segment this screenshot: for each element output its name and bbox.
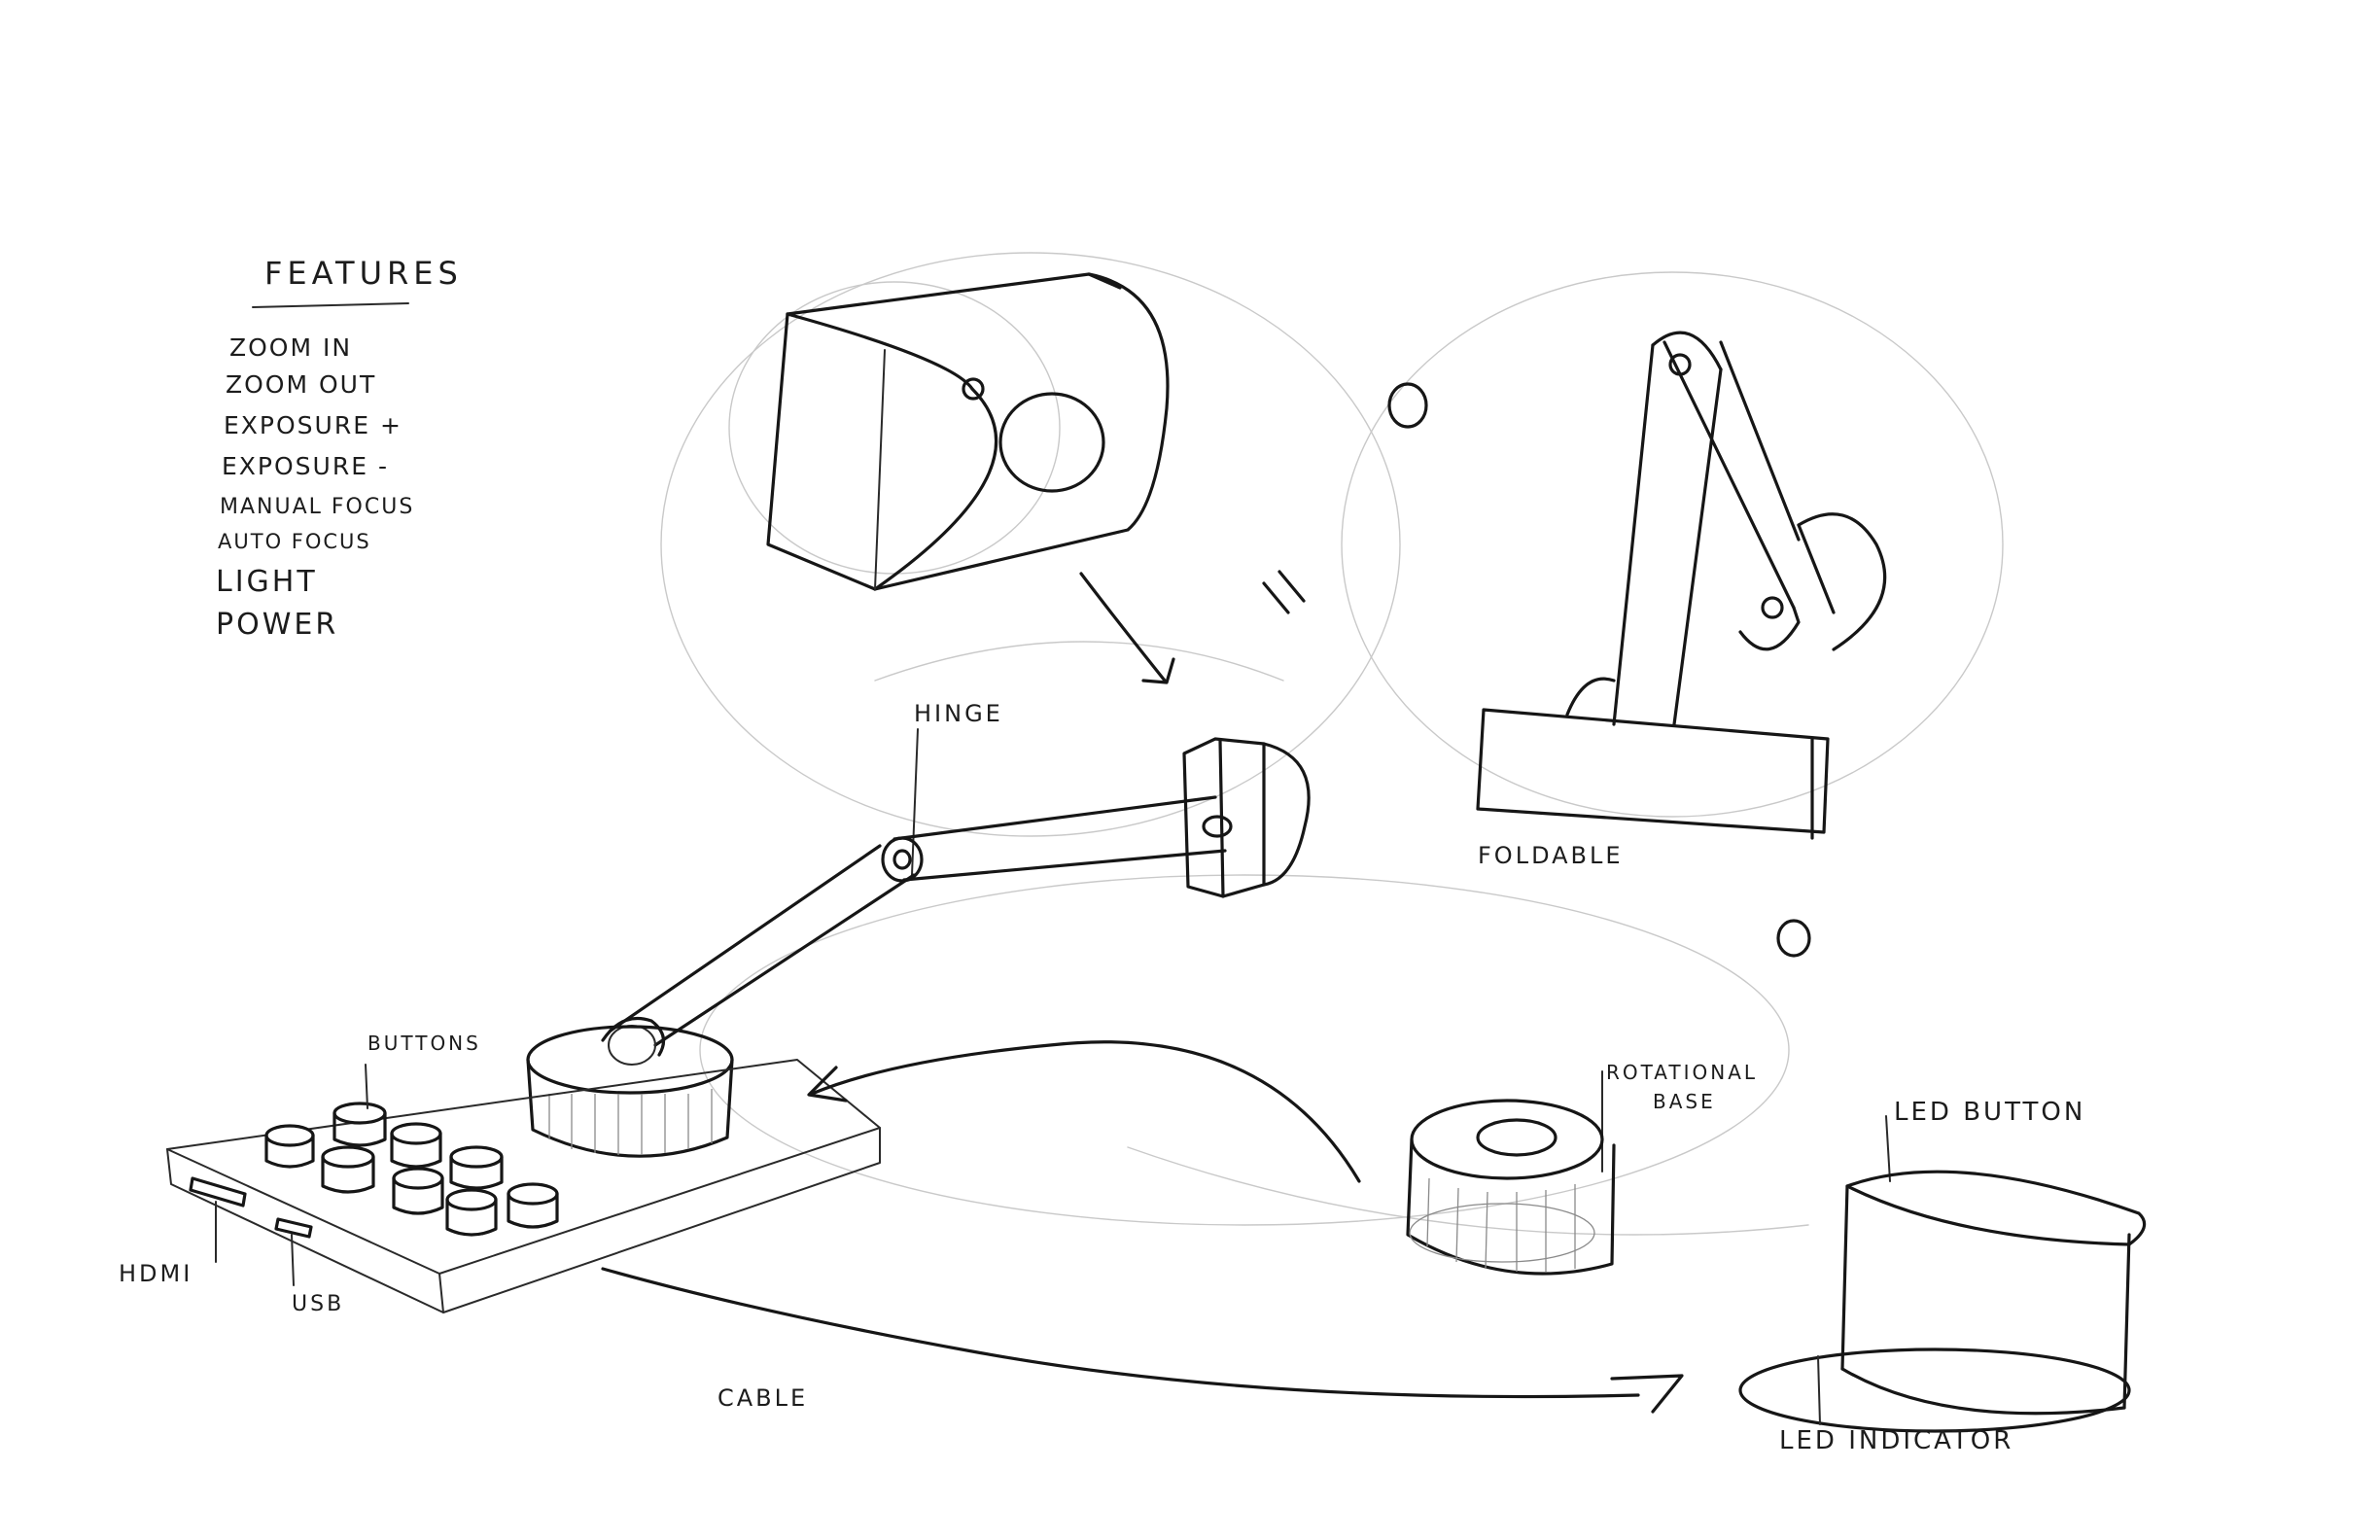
feature-item: EXPOSURE + [224, 411, 402, 439]
construction-lines [660, 252, 2004, 1236]
arrow-camera-to-arm [1079, 572, 1175, 684]
arrow-base-to-board [807, 1040, 1361, 1183]
feature-item: LIGHT [216, 565, 318, 599]
board-button [390, 1122, 442, 1169]
board-button [449, 1145, 504, 1190]
usb-port [274, 1217, 313, 1239]
usb-label: USB [292, 1292, 344, 1316]
camera-dot-icon [962, 377, 985, 401]
cable-arrow [601, 1267, 1684, 1414]
board-button [392, 1167, 444, 1215]
control-board [166, 1059, 881, 1313]
feature-item: POWER [216, 608, 338, 642]
board-button [445, 1188, 498, 1237]
led-button-label: LED BUTTON [1894, 1098, 2085, 1127]
cable-label: CABLE [718, 1384, 808, 1412]
small-circle [1776, 919, 1811, 958]
feature-item: AUTO FOCUS [218, 530, 371, 553]
features-underline [252, 302, 409, 308]
pivot-icon [1761, 596, 1784, 619]
board-button [507, 1182, 559, 1229]
hdmi-label: HDMI [119, 1260, 192, 1287]
camera-lens-icon [998, 392, 1105, 493]
buttons-label: BUTTONS [368, 1032, 481, 1055]
features-list: FEATURES ZOOM IN ZOOM OUT EXPOSURE + EXP… [216, 255, 463, 642]
hdmi-port [189, 1176, 247, 1208]
rotational-base-label-2: BASE [1653, 1090, 1716, 1113]
small-circle [1387, 382, 1428, 429]
board-buttons [264, 1102, 559, 1237]
features-title: FEATURES [264, 255, 463, 292]
feature-item: MANUAL FOCUS [220, 495, 414, 519]
feature-item: ZOOM IN [229, 333, 352, 362]
equals-mark [1262, 570, 1306, 614]
hinge-label: HINGE [914, 700, 1003, 727]
foldable-sketch [1476, 331, 1887, 840]
board-button [264, 1124, 315, 1169]
labels: HINGE FOLDABLE BUTTONS HDMI USB CABLE RO… [119, 700, 2085, 1455]
board-button [332, 1102, 387, 1147]
feature-item: EXPOSURE - [222, 452, 389, 480]
board-button [321, 1145, 375, 1194]
camera-head-large [728, 272, 1170, 591]
rotational-base [1406, 1070, 1616, 1276]
led-button [1738, 1115, 2147, 1433]
arm-assembly [526, 728, 1311, 1158]
hinge-joint [881, 836, 924, 883]
foldable-label: FOLDABLE [1478, 842, 1624, 869]
led-indicator-label: LED INDICATOR [1779, 1426, 2013, 1455]
pivot-icon [1202, 815, 1233, 838]
rotational-base-label: ROTATIONAL [1606, 1061, 1758, 1084]
feature-item: ZOOM OUT [226, 370, 376, 399]
